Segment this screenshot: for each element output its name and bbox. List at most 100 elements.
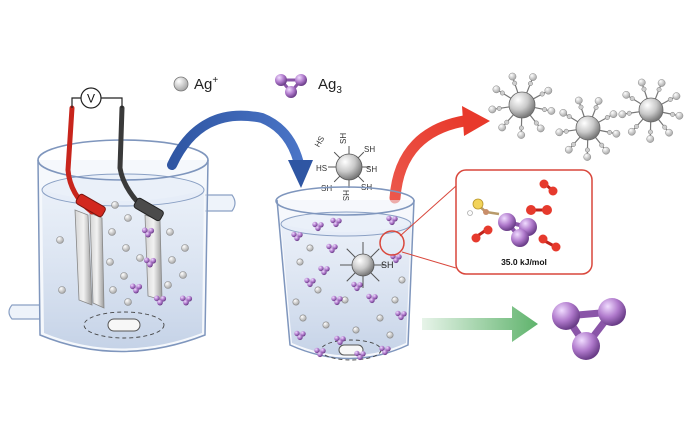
beaker-solution [281,224,411,356]
ag-ion [296,258,304,266]
beaker-solution-surface [280,211,412,237]
ag-ion [166,228,174,236]
ag3-cluster [314,347,326,358]
transfer-arrow [167,110,305,173]
voltmeter-lead-right [100,97,123,108]
ag-ion-legend-icon [173,76,189,92]
ag-ion [106,258,114,266]
ligand-bond [346,272,356,282]
ag-ion [168,256,176,264]
ag3-cluster [312,221,324,232]
ag-ion [179,271,187,279]
ag3-cluster [351,281,363,292]
ag3-cluster [179,295,193,306]
ag3-cluster [395,310,407,321]
ag3-cluster [143,257,157,268]
ag-ion [56,236,64,244]
ag3-cluster [366,293,378,304]
ag3-cluster [129,283,143,294]
ag3-cluster [386,215,398,226]
inset-molecule [467,179,561,252]
capped-silver-nanoparticle [555,96,621,161]
cell-side-tube-left [8,304,40,320]
ag-ion-legend-label: Ag+ [194,75,218,93]
ag3-cluster [330,217,342,228]
ag3-cluster [304,277,316,288]
ligand-bond [370,248,380,258]
ag3-cluster [291,231,303,242]
ligand-bond [333,175,341,183]
ligand-bond [357,151,365,159]
ligand-bond [346,248,356,258]
ag-ion [108,228,116,236]
ag-ion [124,214,132,222]
ligand-label-1: HS [313,135,326,149]
red-clip [75,193,106,218]
ag-ion [109,286,117,294]
beaker-sh-label: SH [381,260,394,270]
ag-ion [120,272,128,280]
ligand-bond [333,151,341,159]
voltmeter-icon [80,87,102,109]
legend: Ag+ Ag3 [173,74,342,98]
ligand-label-6: SH [321,184,332,193]
ag-ion [181,244,189,252]
ag-ion [391,296,399,304]
ag3-legend-label: Ag3 [318,76,342,96]
ag-ion [136,254,144,262]
ag3-legend-icon [275,74,307,98]
cell-particles [56,201,193,306]
zoom-line-top [399,185,457,237]
ag-ion [314,286,322,294]
zoom-line-bottom [401,251,457,269]
voltmeter-symbol: V [87,92,95,106]
ag-ion [122,244,130,252]
beaker-rim [275,186,415,216]
ligand-label-5: SH [366,165,377,174]
electrochemical-cell: V [8,87,236,353]
ag-ion [164,281,172,289]
ag3-cluster [334,335,346,346]
aggregation-arrow [389,114,476,204]
ag3-cluster [318,265,330,276]
ag-ion [386,331,394,339]
ag-ion [299,314,307,322]
stir-bar [107,318,141,332]
ag3-cluster [354,350,366,361]
ag3-cluster [379,345,391,356]
ligand-label-7: HS [341,190,350,201]
ligand-bond [370,272,380,282]
ag-ion [124,298,132,306]
ligand-bond [357,175,365,183]
ag3-cluster [326,243,338,254]
ag-ion [341,296,349,304]
nanoparticle-cluster [488,72,684,161]
ag-ion [111,201,119,209]
ag3-cluster [141,227,155,238]
reaction-beaker: SH [275,186,415,361]
ag-ion [322,321,330,329]
ag3-cluster [390,253,402,264]
ag-ion [376,314,384,322]
black-clip [133,197,164,222]
ag-ion [292,298,300,306]
voltmeter-lead-left [71,97,82,108]
capped-silver-nanoparticle [618,78,684,143]
energy-label: 35.0 kJ/mol [501,257,547,267]
ag3-product-cluster [552,298,626,360]
nanoparticle-core [335,153,363,181]
product-arrow [422,306,538,342]
ligand-label-2: SH [339,133,348,144]
ag-ion [58,286,66,294]
ag-ion [398,276,406,284]
cell-side-tube-right [205,194,236,212]
beaker-particles [291,215,407,361]
highlight-circle [379,230,405,256]
ag-ion [306,244,314,252]
beaker-nanoparticle [351,253,375,277]
aggregation-arrow-head [462,106,490,136]
ag-ion [352,326,360,334]
ag3-cluster [294,330,306,341]
capped-nanoparticle [328,146,370,188]
